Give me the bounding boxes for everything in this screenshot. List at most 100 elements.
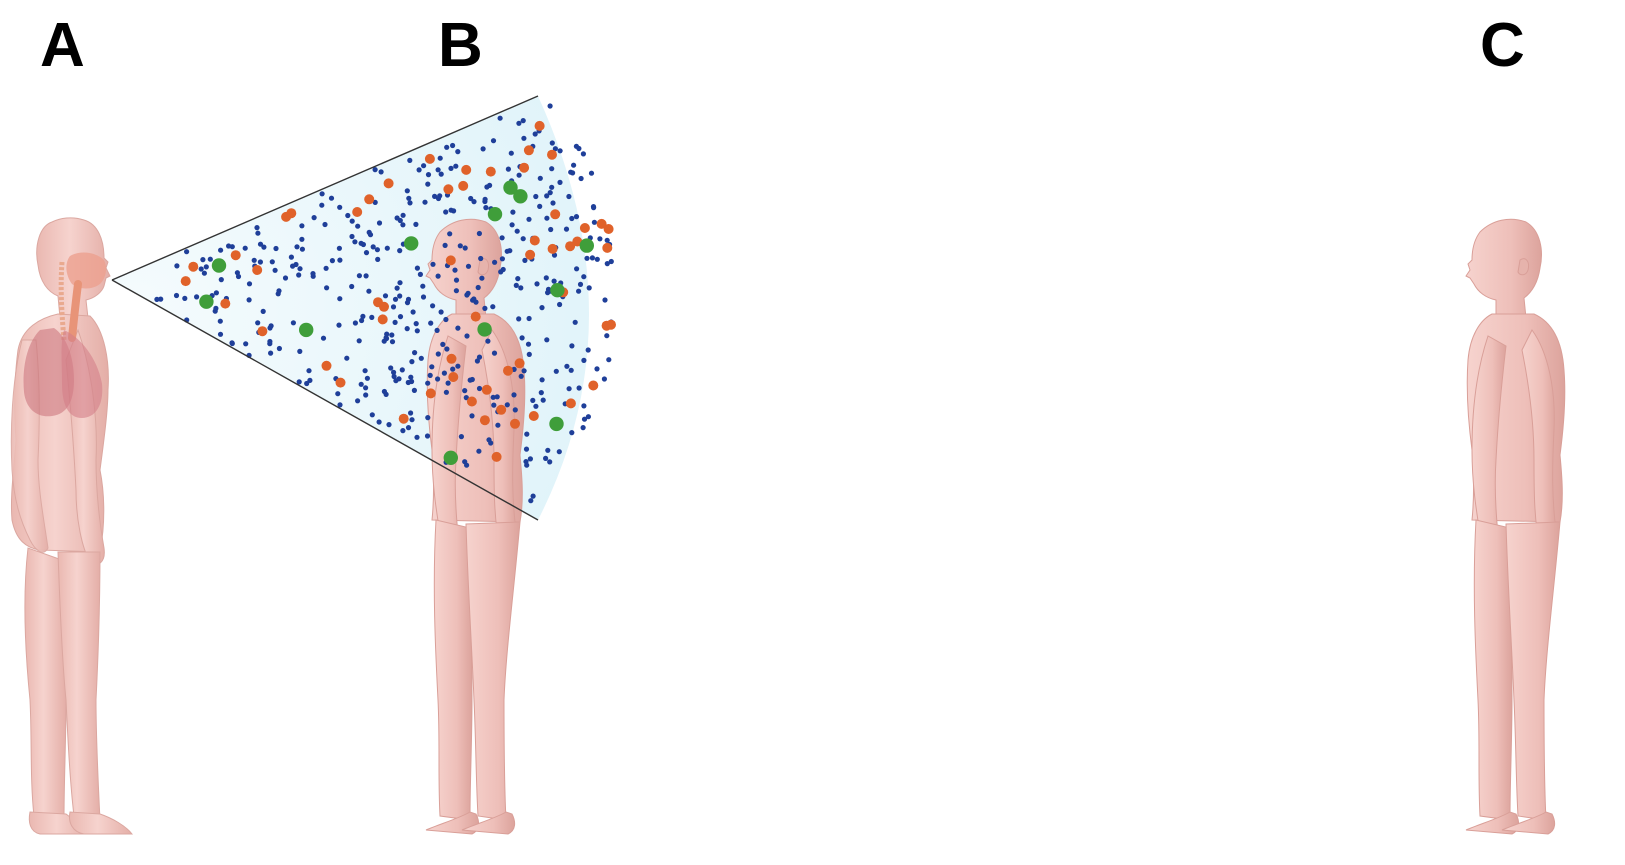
small-particle xyxy=(357,273,362,278)
small-particle xyxy=(199,266,204,271)
small-particle xyxy=(344,356,349,361)
small-particle xyxy=(581,425,586,430)
medium-particle xyxy=(252,265,262,275)
small-particle xyxy=(530,398,535,403)
small-particle xyxy=(398,218,403,223)
small-particle xyxy=(415,328,420,333)
small-particle xyxy=(453,164,458,169)
small-particle xyxy=(520,335,525,340)
small-particle xyxy=(544,216,549,221)
small-particle xyxy=(569,368,574,373)
medium-particle xyxy=(373,297,383,307)
small-particle xyxy=(297,349,302,354)
small-particle xyxy=(510,210,515,215)
small-particle xyxy=(236,274,241,279)
small-particle xyxy=(414,435,419,440)
small-particle xyxy=(273,246,278,251)
small-particle xyxy=(444,346,449,351)
small-particle xyxy=(276,291,281,296)
small-particle xyxy=(444,145,449,150)
medium-particle xyxy=(322,361,332,371)
small-particle xyxy=(429,364,434,369)
small-particle xyxy=(440,342,445,347)
small-particle xyxy=(602,297,607,302)
small-particle xyxy=(605,261,610,266)
small-particle xyxy=(366,289,371,294)
small-particle xyxy=(408,410,413,415)
medium-particle xyxy=(364,194,374,204)
small-particle xyxy=(579,176,584,181)
small-particle xyxy=(154,297,159,302)
small-particle xyxy=(595,257,600,262)
small-particle xyxy=(422,200,427,205)
medium-particle xyxy=(588,381,598,391)
small-particle xyxy=(483,205,488,210)
medium-particle xyxy=(231,250,241,260)
small-particle xyxy=(533,404,538,409)
small-particle xyxy=(247,281,252,286)
small-particle xyxy=(522,258,527,263)
small-particle xyxy=(414,321,419,326)
small-particle xyxy=(543,456,548,461)
small-particle xyxy=(355,398,360,403)
small-particle xyxy=(521,236,526,241)
small-particle xyxy=(408,375,413,380)
small-particle xyxy=(443,243,448,248)
medium-particle xyxy=(378,314,388,324)
small-particle xyxy=(527,352,532,357)
small-particle xyxy=(439,172,444,177)
small-particle xyxy=(184,249,189,254)
small-particle xyxy=(439,309,444,314)
small-particle xyxy=(597,236,602,241)
small-particle xyxy=(363,392,368,397)
small-particle xyxy=(524,463,529,468)
medium-particle xyxy=(399,414,409,424)
medium-particle xyxy=(515,358,525,368)
small-particle xyxy=(277,346,282,351)
small-particle xyxy=(495,423,500,428)
small-particle xyxy=(400,367,405,372)
small-particle xyxy=(464,333,469,338)
small-particle xyxy=(363,385,368,390)
small-particle xyxy=(515,276,520,281)
small-particle xyxy=(455,364,460,369)
small-particle xyxy=(567,386,572,391)
small-particle xyxy=(247,297,252,302)
large-particle xyxy=(477,322,491,336)
small-particle xyxy=(566,194,571,199)
small-particle xyxy=(200,257,205,262)
small-particle xyxy=(368,232,373,237)
small-particle xyxy=(174,293,179,298)
medium-particle xyxy=(384,178,394,188)
small-particle xyxy=(208,257,213,262)
small-particle xyxy=(379,169,384,174)
small-particle xyxy=(255,320,260,325)
small-particle xyxy=(534,281,539,286)
small-particle xyxy=(485,339,490,344)
small-particle xyxy=(444,390,449,395)
small-particle xyxy=(230,341,235,346)
small-particle xyxy=(267,341,272,346)
medium-particle xyxy=(447,354,457,364)
small-particle xyxy=(582,417,587,422)
small-particle xyxy=(306,368,311,373)
small-particle xyxy=(336,323,341,328)
small-particle xyxy=(526,342,531,347)
small-particle xyxy=(528,456,533,461)
small-particle xyxy=(578,282,583,287)
small-particle xyxy=(570,170,575,175)
small-particle xyxy=(258,259,263,264)
medium-particle xyxy=(426,388,436,398)
small-particle xyxy=(511,392,516,397)
small-particle xyxy=(436,351,441,356)
small-particle xyxy=(291,320,296,325)
small-particle xyxy=(488,440,493,445)
small-particle xyxy=(388,365,393,370)
small-particle xyxy=(397,248,402,253)
small-particle xyxy=(409,417,414,422)
small-particle xyxy=(604,333,609,338)
small-particle xyxy=(349,284,354,289)
small-particle xyxy=(420,284,425,289)
medium-particle xyxy=(606,320,616,330)
small-particle xyxy=(377,419,382,424)
